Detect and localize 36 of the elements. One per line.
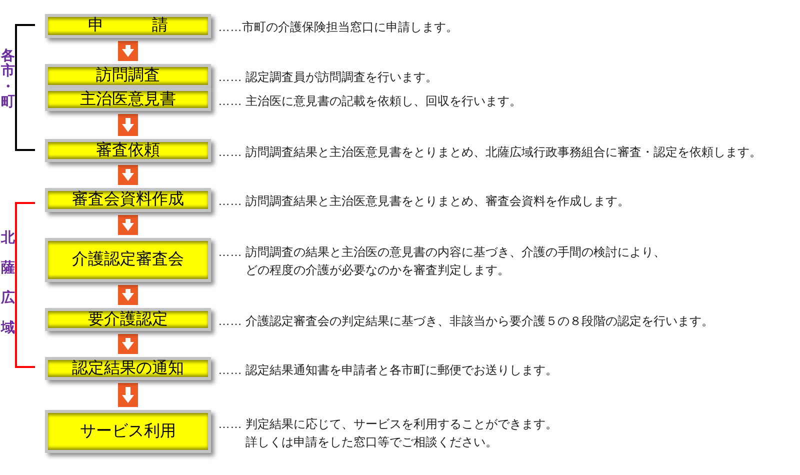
down-arrow (118, 215, 138, 235)
down-arrow (118, 383, 138, 407)
down-arrow (118, 285, 138, 305)
step-label: 主治医意見書 (80, 90, 176, 108)
step-description: …… 訪問調査の結果と主治医の意見書の内容に基づき、介護の手間の検討により、どの程度の介護が必要なのかを審査判定します。 (218, 244, 666, 279)
step-box (45, 357, 211, 380)
step-label: 審査会資料作成 (72, 191, 184, 209)
step-box (45, 188, 211, 212)
step-description: …… 認定結果通知書を申請者と各市町に郵便でお送りします。 (218, 362, 558, 378)
step-description: …… 判定結果に応じて、サービスを利用することができます。詳しくは申請をした窓口等でご相談ください。 (218, 416, 558, 450)
step-box (45, 410, 211, 453)
down-arrow (118, 334, 138, 354)
step-description: …… 訪問調査結果と主治医意見書をとりまとめ、北薩広域行政事務組合に審査・認定を依頼します。 (218, 144, 762, 160)
step-box (45, 88, 211, 111)
step-description: …… 主治医に意見書の記載を依頼し、回収を行います。 (218, 92, 522, 110)
step-description: ……市町の介護保険担当窓口に申請します。 (218, 19, 458, 36)
step-description: …… 認定調査員が訪問調査を行います。 (218, 69, 438, 86)
group-label: 北薩広域 (1, 228, 15, 338)
down-arrow (118, 114, 138, 136)
step-label: 認定結果の通知 (72, 360, 184, 378)
step-label: 介護認定審査会 (72, 251, 184, 269)
step-description: …… 介護認定審査会の判定結果に基づき、非該当から要介護５の８段階の認定を行います。 (218, 312, 714, 330)
down-arrow (118, 165, 138, 185)
down-arrow (118, 41, 138, 61)
group-label: 各市・町 (1, 48, 15, 110)
step-description: …… 訪問調査結果と主治医意見書をとりまとめ、審査会資料を作成します。 (218, 193, 630, 210)
step-label: 申 請 (88, 17, 168, 35)
step-box (45, 308, 211, 331)
step-box (45, 64, 211, 88)
step-label: サービス利用 (80, 422, 176, 440)
step-label: 審査依頼 (96, 142, 160, 160)
step-box (45, 14, 211, 38)
step-label: 要介護認定 (88, 310, 168, 328)
step-label: 訪問調査 (96, 67, 160, 85)
step-box (45, 238, 211, 282)
step-box (45, 139, 211, 162)
